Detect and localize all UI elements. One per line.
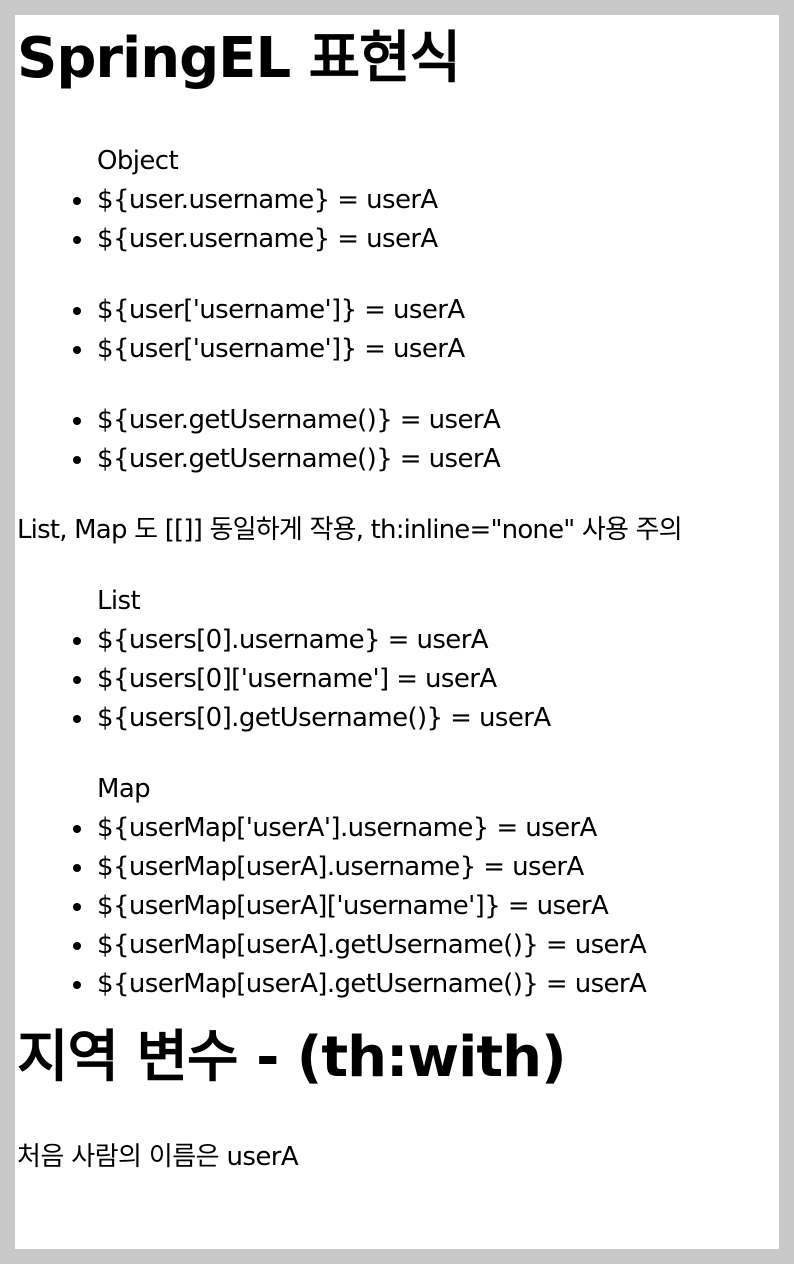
list-item: ${userMap[userA].getUsername()} = userA [73,926,779,965]
map-collection-list: Map ${userMap['userA'].username} = userA… [17,770,779,1004]
list-item: ${userMap[userA].username} = userA [73,848,779,887]
list-item: ${user.username} = userA [73,181,779,220]
list-item: ${user.getUsername()} = userA [73,401,779,440]
list-item: ${user.getUsername()} = userA [73,440,779,479]
springel-sections: Object ${user.username} = userA ${user.u… [17,142,779,1004]
object-list: Object ${user.username} = userA ${user.u… [17,142,779,259]
list-item: ${users[0].getUsername()} = userA [73,699,779,738]
spacer [17,259,779,291]
list-item: ${user['username']} = userA [73,330,779,369]
springel-heading: SpringEL 표현식 [17,26,461,91]
page: SpringEL 표현식 Object ${user.username} = u… [15,15,779,1249]
list-collection-list: List ${users[0].username} = userA ${user… [17,582,779,738]
local-variable-text: 처음 사람의 이름은 userA [17,1142,299,1172]
inline-note: List, Map 도 [[]] 동일하게 작용, th:inline="non… [17,515,683,545]
spacer [17,1004,779,1026]
list-item: ${users[0]['username'] = userA [73,660,779,699]
spacer [17,738,779,770]
bracket-list: ${user['username']} = userA ${user['user… [17,291,779,369]
map-label: Map [97,774,151,804]
list-item: ${user.username} = userA [73,220,779,259]
list-item: ${user['username']} = userA [73,291,779,330]
local-variable-heading: 지역 변수 - (th:with) [17,1025,567,1090]
list-label: List [97,586,141,616]
spacer [17,369,779,401]
list-item: ${userMap['userA'].username} = userA [73,809,779,848]
list-item: ${users[0].username} = userA [73,621,779,660]
page-content: SpringEL 표현식 Object ${user.username} = u… [15,27,779,1177]
object-label: Object [97,146,179,176]
getter-list: ${user.getUsername()} = userA ${user.get… [17,401,779,479]
list-item: ${userMap[userA]['username']} = userA [73,887,779,926]
list-item: ${userMap[userA].getUsername()} = userA [73,965,779,1004]
